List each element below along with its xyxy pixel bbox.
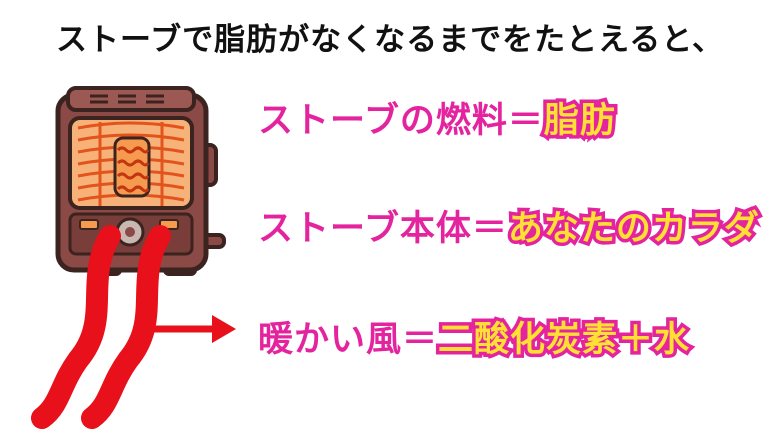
heat-wave-icon — [31, 225, 171, 429]
body-label: ストーブ本体 — [255, 206, 475, 253]
page-title: ストーブで脂肪がなくなるまでをたとえると、 — [56, 22, 724, 58]
wind-label: 暖かい風 — [254, 317, 404, 364]
fuel-value: 脂肪 — [540, 98, 618, 145]
equals-sign: ＝ — [504, 98, 546, 145]
wind-row: 暖かい風＝二酸化炭素＋水 — [254, 311, 693, 364]
fuel-row: ストーブの燃料＝脂肪 — [255, 92, 619, 145]
body-value: あなたのカラダ — [504, 206, 762, 253]
body-row: ストーブ本体＝あなたのカラダ — [255, 200, 763, 253]
equals-sign: ＝ — [468, 206, 510, 253]
right-arrow-icon — [150, 315, 236, 343]
heater-icon — [55, 86, 226, 276]
equals-sign: ＝ — [399, 317, 441, 364]
wind-value: 二酸化炭素＋水 — [435, 317, 693, 364]
fuel-label: ストーブの燃料 — [255, 98, 511, 145]
